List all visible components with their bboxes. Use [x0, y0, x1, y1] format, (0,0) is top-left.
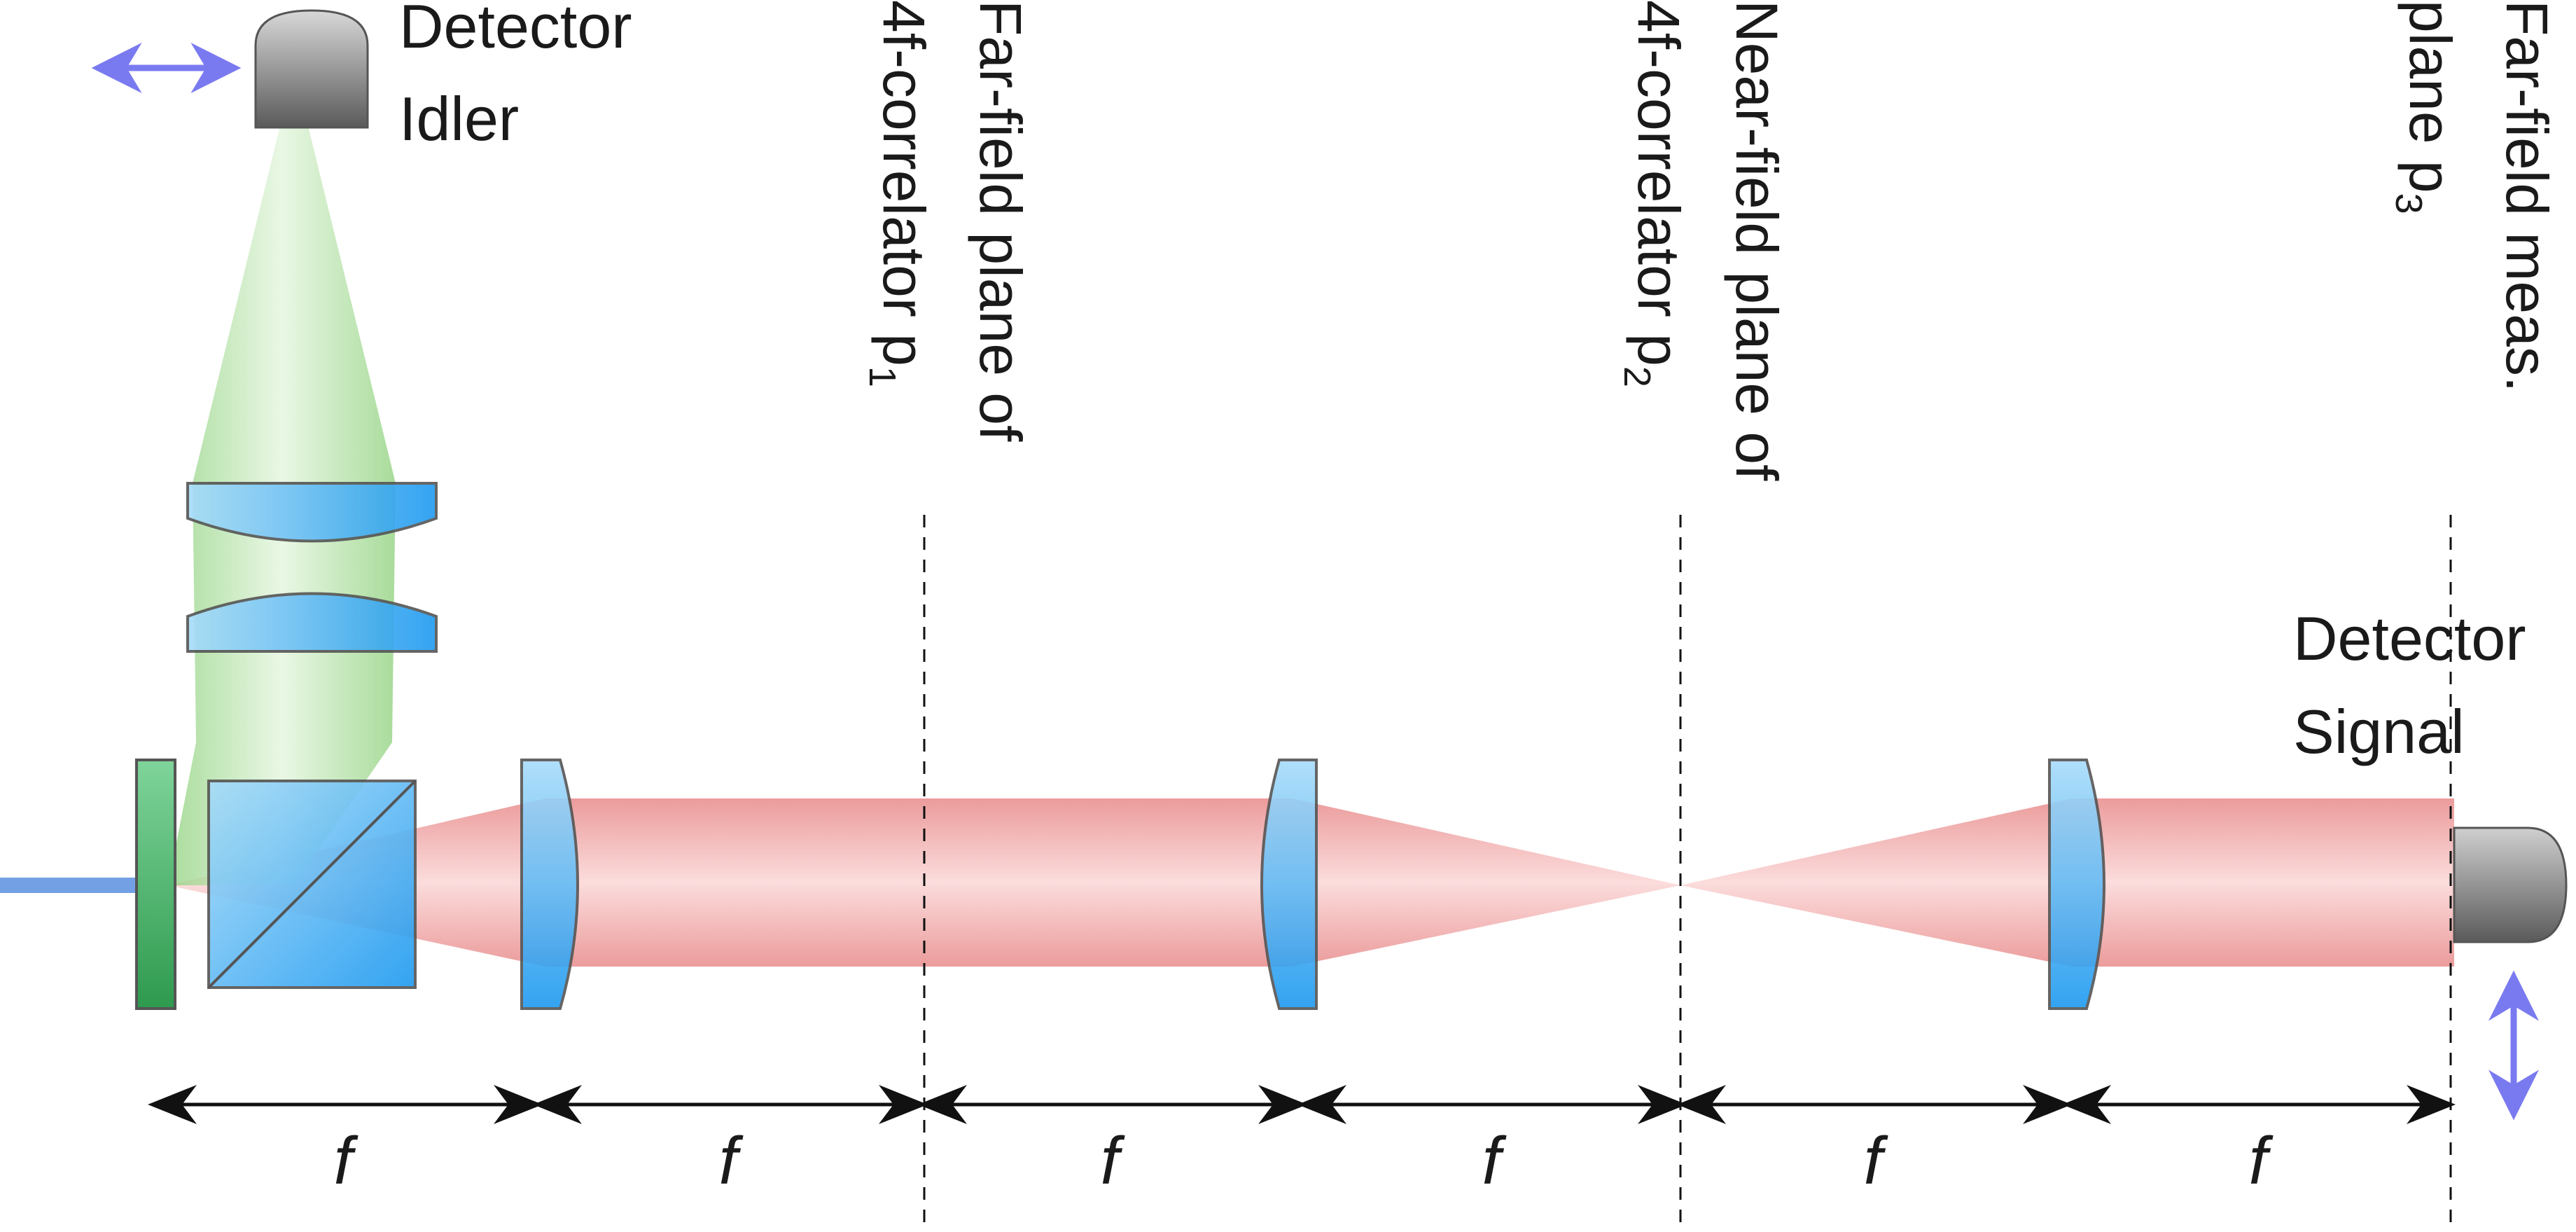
dimension-label-4: f	[1482, 1123, 1507, 1198]
plane-p1-label-line2: 4f-correlator p1	[861, 0, 937, 387]
idler-lens-upper	[186, 482, 438, 543]
idler-detector-label-line2: Idler	[399, 84, 519, 153]
plane-p3-label-line1: Far-field meas.	[2494, 0, 2560, 392]
beam-splitter-cube	[207, 780, 417, 989]
idler-detector	[254, 9, 369, 129]
plane-p3-label-sub: 3	[2388, 193, 2430, 214]
plane-p1-label-line1: Far-field plane of	[968, 0, 1033, 442]
plane-p2-label-line1: Near-field plane of	[1724, 0, 1790, 481]
dimension-label-2: f	[719, 1123, 744, 1198]
signal-detector	[2453, 826, 2568, 943]
plane-p2-label-line2: 4f-correlator p2	[1616, 0, 1692, 387]
plane-p2-label-sub: 2	[1616, 366, 1658, 387]
signal-detector-label-line2: Signal	[2293, 697, 2465, 766]
idler-detector-label-line1: Detector	[399, 0, 632, 61]
dimension-label-6: f	[2249, 1123, 2274, 1198]
plane-p2-label-main: 4f-correlator p	[1626, 0, 1692, 366]
pump-mirror	[135, 759, 176, 1010]
plane-p1-label-sub: 1	[861, 366, 903, 387]
plane-p3-label-main: plane p	[2397, 0, 2463, 193]
signal-lens-2	[1260, 759, 1318, 1010]
plane-p1-label-main: 4f-correlator p	[871, 0, 937, 366]
pump-beam	[0, 878, 168, 893]
dimension-label-5: f	[1864, 1123, 1888, 1198]
dimension-label-1: f	[334, 1123, 358, 1198]
signal-detector-label-line1: Detector	[2293, 604, 2526, 673]
plane-p3-label-line2: plane p3	[2388, 0, 2463, 214]
dimension-label-3: f	[1101, 1123, 1125, 1198]
signal-lens-3	[2048, 759, 2105, 1010]
idler-lens-lower	[186, 592, 438, 653]
signal-lens-1	[520, 759, 579, 1010]
